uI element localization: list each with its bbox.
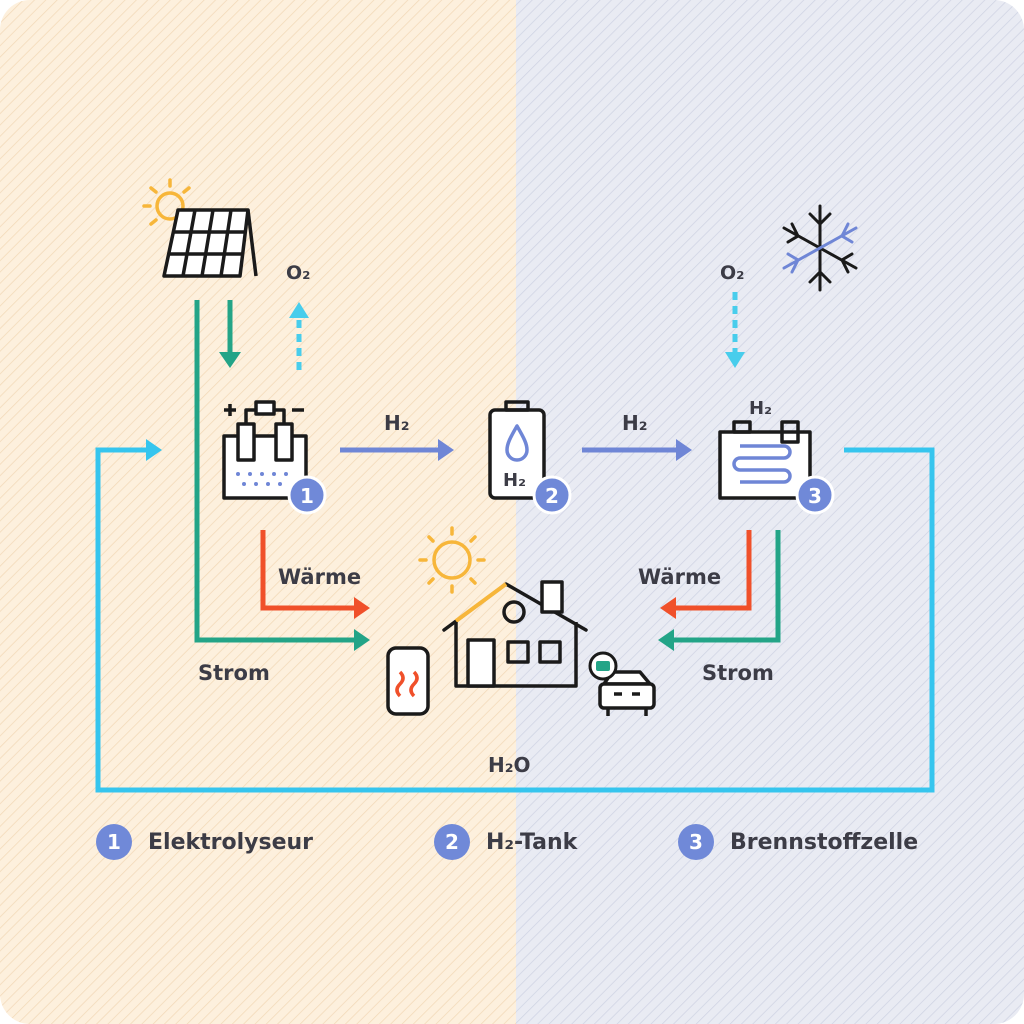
label-heat-right: Wärme [638, 565, 721, 589]
label-o2-left: O₂ [286, 262, 310, 284]
snowflake-icon [782, 204, 858, 292]
svg-text:1: 1 [300, 484, 314, 508]
heater-icon [386, 646, 430, 716]
legend-item-electrolyzer: 1 Elektrolyseur [96, 824, 313, 860]
legend-badge-2: 2 [434, 824, 470, 860]
label-h2-flow-1: H₂ [384, 411, 410, 435]
heat-arrow-left [260, 530, 370, 619]
label-o2-right: O₂ [720, 262, 744, 284]
electric-car-icon [598, 670, 656, 716]
background-right [516, 0, 1024, 1024]
legend-label-tank: H₂-Tank [486, 829, 578, 855]
label-water: H₂O [488, 753, 531, 777]
label-heat-left: Wärme [278, 565, 361, 589]
badge-electrolyzer: 1 [287, 475, 327, 515]
solar-panel-icon [162, 208, 258, 278]
badge-tank: 2 [532, 475, 572, 515]
power-arrow-to-electrolyzer [219, 300, 241, 368]
power-arrow-right [658, 530, 781, 651]
svg-text:2: 2 [545, 484, 559, 508]
legend-label-fuel-cell: Brennstoffzelle [730, 829, 919, 855]
heat-arrow-right [660, 530, 752, 619]
hydrogen-arrow-1 [340, 439, 454, 461]
label-h2-flow-2: H₂ [622, 411, 648, 435]
label-power-right: Strom [702, 661, 774, 685]
sun-icon-house [418, 526, 486, 594]
label-fuel-cell-h2: H₂ [749, 398, 772, 419]
background-left [0, 0, 516, 1024]
oxygen-arrow-out [289, 302, 309, 370]
legend-label-electrolyzer: Elektrolyseur [148, 829, 314, 855]
charger-icon [588, 651, 618, 681]
legend-badge-1: 1 [96, 824, 132, 860]
oxygen-arrow-in [725, 292, 745, 368]
house-icon [442, 580, 588, 688]
hydrogen-arrow-2 [582, 439, 692, 461]
fuel-cell-icon [718, 420, 812, 500]
label-tank-h2: H₂ [503, 470, 526, 491]
sun-icon [142, 178, 191, 226]
svg-text:3: 3 [808, 484, 822, 508]
legend-badge-3: 3 [678, 824, 714, 860]
hydrogen-tank-icon [488, 400, 546, 500]
water-loop-line [95, 439, 935, 793]
electrolyzer-bubbles [236, 472, 288, 486]
legend-item-tank: 2 H₂-Tank [434, 824, 577, 860]
label-power-left: Strom [198, 661, 270, 685]
power-arrow-left [194, 300, 370, 651]
badge-fuel-cell: 3 [795, 475, 835, 515]
legend-item-fuel-cell: 3 Brennstoffzelle [678, 824, 918, 860]
